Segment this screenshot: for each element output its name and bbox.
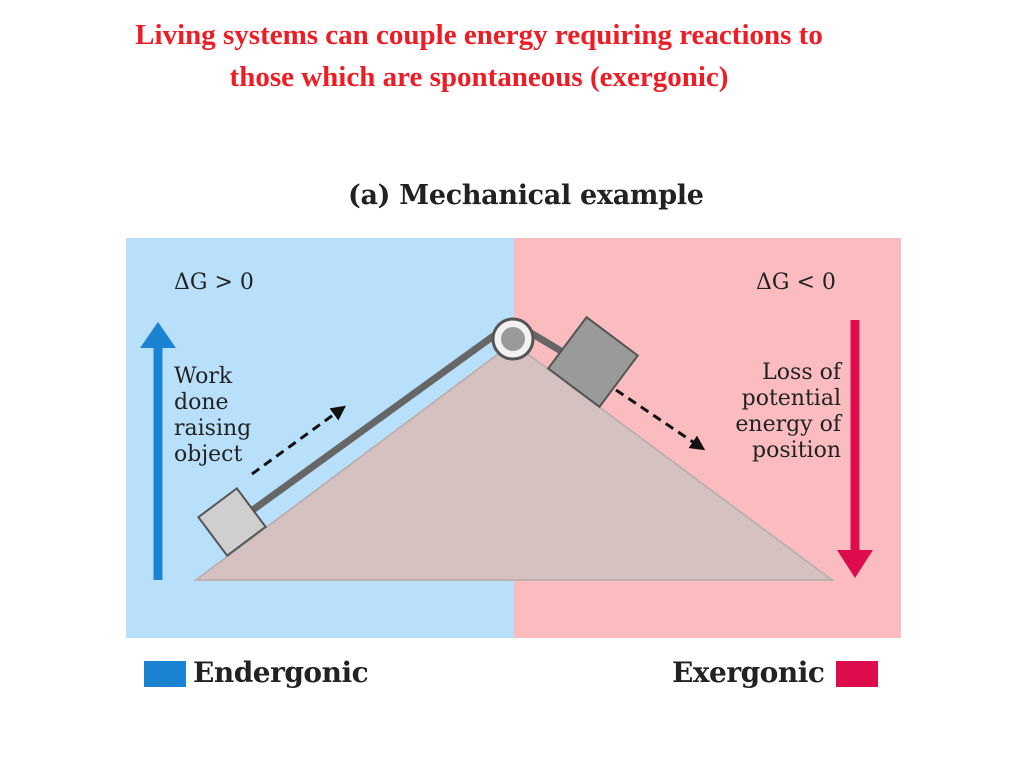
endergonic-legend-label: Endergonic (193, 656, 369, 689)
slide-title-line-2: those which are spontaneous (exergonic) (229, 61, 729, 93)
up-arrow-icon (140, 322, 176, 580)
pulley-icon (491, 317, 535, 361)
heavy-block-icon (546, 315, 640, 409)
dashed-down-arrow (615, 388, 706, 451)
loss-label-line: Loss of (762, 360, 841, 385)
loss-label-line: energy of (735, 412, 841, 437)
dashed-up-arrow (251, 405, 347, 476)
work-done-label: Work done raising object (174, 364, 294, 468)
delta-g-negative-label: ΔG < 0 (756, 270, 836, 295)
loss-label-line: potential (741, 386, 841, 411)
diagram-canvas (126, 238, 901, 638)
work-label-line: done (174, 390, 229, 415)
exergonic-swatch (836, 661, 878, 687)
slide-title: Living systems can couple energy requiri… (0, 14, 958, 98)
panel-title: (a) Mechanical example (348, 180, 704, 211)
exergonic-legend-label: Exergonic (672, 656, 825, 689)
down-arrow-icon (837, 320, 873, 578)
work-label-line: raising (174, 416, 252, 441)
endergonic-swatch (144, 661, 186, 687)
loss-of-energy-label: Loss of potential energy of position (711, 360, 841, 464)
slide-title-line-1: Living systems can couple energy requiri… (135, 19, 823, 51)
delta-g-positive-label: ΔG > 0 (174, 270, 254, 295)
incline-triangle (192, 341, 836, 581)
light-block-icon (197, 487, 267, 557)
loss-label-line: position (752, 438, 841, 463)
mechanical-diagram: ΔG > 0 ΔG < 0 Work done raising object L… (126, 238, 901, 638)
work-label-line: object (174, 442, 243, 467)
work-label-line: Work (174, 364, 233, 389)
